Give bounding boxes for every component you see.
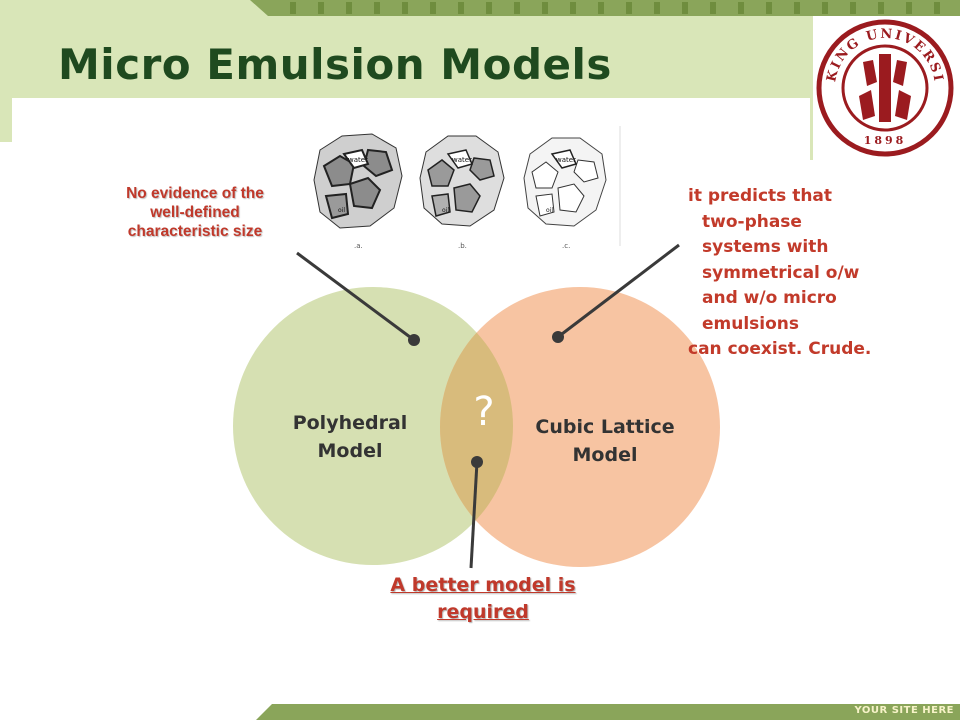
seal-year: 1898 [864,134,907,147]
svg-text:water: water [348,156,368,164]
slide-title: Micro Emulsion Models [58,40,612,89]
cubic-lattice-model-circle [440,287,720,567]
overlap-question-mark: ? [473,389,495,435]
left-note-dot [408,334,420,346]
svg-text:water: water [556,156,576,164]
polyhedral-model-circle [233,287,513,565]
polyhedral-critique-note: No evidence of the well-defined characte… [126,185,264,240]
footer-site-text: YOUR SITE HERE [854,705,954,716]
cubic-lattice-critique-note: it predicts that two-phase systems with … [688,186,872,359]
footer-bar [256,704,960,720]
sketch-panel-b: water oil .b. [419,135,505,250]
svg-text:oil: oil [442,207,449,214]
sketch-panel-c: water oil .c. [523,137,607,250]
svg-text:.b.: .b. [458,242,467,250]
bottom-note-dot [471,456,483,468]
header-band [0,0,900,160]
right-note-connector [557,243,680,339]
svg-text:.c.: .c. [562,242,570,250]
svg-text:water: water [452,156,472,164]
cubic-lattice-model-label: Cubic Lattice Model [535,416,675,466]
sketch-panel-a: water oil .a. [313,133,403,250]
better-model-required-note: A better model is required [390,574,576,623]
left-strip [0,98,12,142]
polyhedral-model-label: Polyhedral Model [292,412,408,462]
microstructure-sketches: water oil .a. water oil .b. water oil .c… [313,126,621,250]
bottom-note-connector [469,461,479,569]
svg-text:oil: oil [338,207,345,214]
university-seal-logo: PEKING UNIVERSITY 1898 [813,16,957,160]
left-note-connector [296,251,415,342]
top-bar [250,0,960,16]
seal-glyph-icon [859,54,911,122]
right-note-dot [552,331,564,343]
svg-text:.a.: .a. [354,242,363,250]
svg-text:oil: oil [546,207,553,214]
top-bar-pattern [290,2,940,14]
